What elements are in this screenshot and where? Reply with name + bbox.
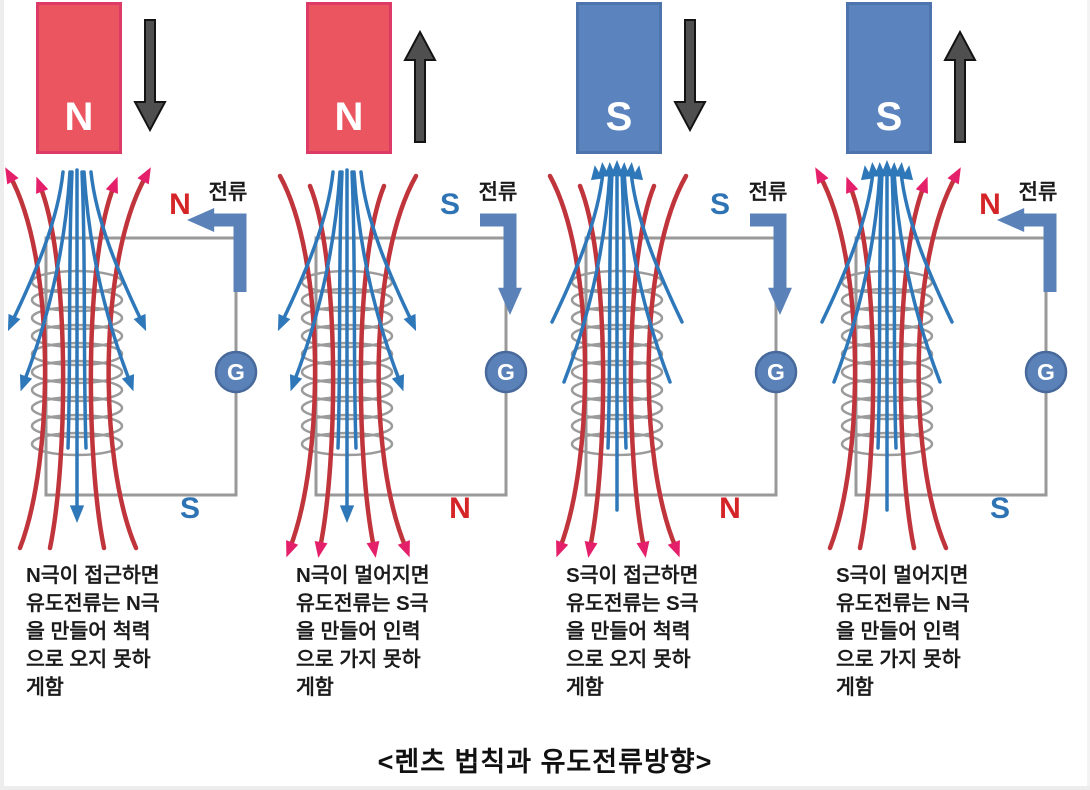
galvanometer-label: G [1037, 359, 1055, 385]
current-label: 전류 [478, 181, 518, 204]
panel-description: S극이 멀어지면 유도전류는 N극 을 만들어 인력 으로 가지 못하 게함 [836, 564, 970, 700]
coil-circuit-diagram: G [547, 160, 798, 558]
panel-description: N극이 접근하면 유도전류는 N극 을 만들어 척력 으로 오지 못하 게함 [26, 564, 160, 700]
bar-magnet: N [36, 2, 122, 154]
bar-magnet: N [306, 2, 392, 154]
bar-magnet: S [576, 2, 662, 154]
magnet-pole-label: S [875, 95, 903, 139]
coil-circuit-diagram: G [5, 167, 258, 551]
coil-circuit-diagram: G [815, 160, 1068, 551]
galvanometer-label: G [497, 359, 515, 385]
induced-bottom-pole-label: S [989, 492, 1010, 525]
magnet-motion-arrow-icon [943, 29, 977, 143]
current-label: 전류 [1018, 181, 1058, 204]
induced-bottom-pole-label: S [179, 492, 200, 525]
induced-bottom-pole-label: N [449, 492, 471, 525]
magnet-motion-arrow-icon [133, 19, 167, 133]
lenz-panel: S 전류 N S G S극이 멀어지면 유도전류는 N극 을 만들어 인력 으로… [814, 0, 1076, 738]
magnet-pole-label: N [64, 95, 94, 139]
magnet-motion-arrow-icon [673, 19, 707, 133]
magnet-pole-label: S [605, 95, 633, 139]
lenz-panel: S 전류 S N G S극이 접근하면 유도전류는 S극 을 만들어 척력 으로… [544, 0, 806, 738]
current-label: 전류 [208, 181, 248, 204]
lenz-panel: N 전류 N S G N극이 접근하면 유도전류는 N극 을 만들어 척력 으로… [4, 0, 266, 738]
galvanometer-label: G [767, 359, 785, 385]
bar-magnet: S [846, 2, 932, 154]
induced-top-pole-label: S [439, 188, 460, 221]
galvanometer-label: G [227, 359, 245, 385]
panel-description: S극이 접근하면 유도전류는 S극 을 만들어 척력 으로 오지 못하 게함 [566, 564, 699, 700]
panel-row: N 전류 N S G N극이 접근하면 유도전류는 N극 을 만들어 척력 으로… [4, 0, 1076, 738]
current-label: 전류 [748, 181, 788, 204]
lenz-panel: N 전류 S N G N극이 멀어지면 유도전류는 S극 을 만들어 인력 으로… [274, 0, 536, 738]
induced-bottom-pole-label: N [719, 492, 741, 525]
induced-top-pole-label: N [979, 188, 1001, 221]
coil-circuit-diagram: G [277, 168, 528, 558]
figure-caption: <렌츠 법칙과 유도전류방향> [377, 747, 713, 777]
induced-top-pole-label: N [169, 188, 191, 221]
magnet-motion-arrow-icon [403, 29, 437, 143]
panel-description: N극이 멀어지면 유도전류는 S극 을 만들어 인력 으로 가지 못하 게함 [296, 564, 430, 700]
magnet-pole-label: N [334, 95, 364, 139]
induced-top-pole-label: S [709, 188, 730, 221]
